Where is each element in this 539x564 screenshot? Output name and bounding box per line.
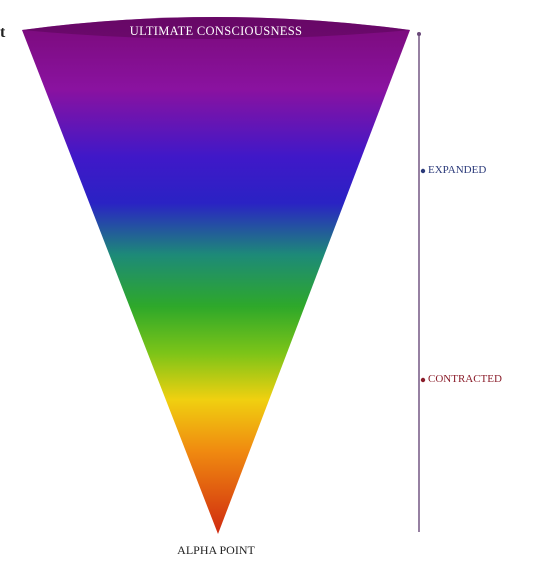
consciousness-cone (22, 17, 410, 534)
expanded-marker (421, 169, 425, 173)
alpha-point-label: ALPHA POINT (0, 543, 432, 558)
expanded-label: EXPANDED (428, 164, 486, 176)
contracted-marker (421, 378, 425, 382)
ultimate-consciousness-label: ULTIMATE CONSCIOUSNESS (0, 24, 432, 39)
contracted-label: CONTRACTED (428, 373, 502, 385)
